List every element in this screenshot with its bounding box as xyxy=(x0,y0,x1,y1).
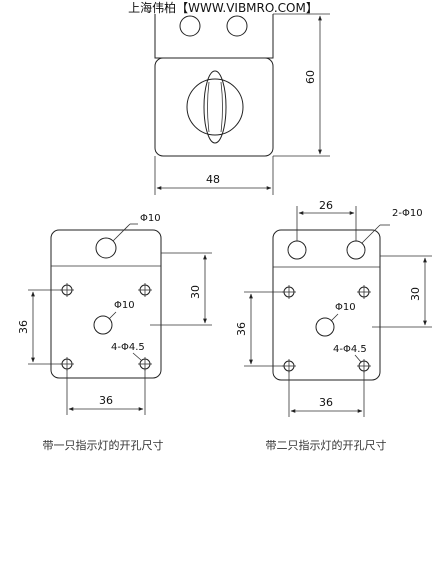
caption-one-lamp: 带一只指示灯的开孔尺寸 xyxy=(43,438,164,452)
center-hole-label: Φ10 xyxy=(114,300,135,311)
lamp-right xyxy=(226,15,248,37)
lamp-holes-label: 2-Φ10 xyxy=(392,208,423,219)
dim-right-label: 30 xyxy=(409,287,422,301)
center-hole-label: Φ10 xyxy=(335,302,356,313)
dim-width-label: 48 xyxy=(206,173,220,186)
dim-height-label: 60 xyxy=(304,70,317,84)
lamp-hole-left xyxy=(287,240,307,260)
dim-bottom-label: 36 xyxy=(319,396,333,409)
lamp-hole-label: Φ10 xyxy=(140,213,161,224)
knob xyxy=(186,70,244,144)
dim-left-label: 36 xyxy=(17,320,30,334)
top-view: 60 48 xyxy=(154,13,330,195)
mount-holes-label: 4-Φ4.5 xyxy=(333,344,367,355)
housing-body xyxy=(154,57,274,157)
lamp-left xyxy=(179,15,201,37)
layout-one-lamp: Φ10 Φ10 4-Φ4.5 36 30 36 带一只指示灯的开孔尺寸 xyxy=(17,213,212,452)
layout-two-lamps: 26 2-Φ10 Φ10 4-Φ4.5 36 30 36 xyxy=(235,199,432,452)
header-text: 上海伟柏【WWW.VIBMRO.COM】 xyxy=(128,0,318,15)
panel-outline-two xyxy=(272,229,381,381)
panel-outline-one xyxy=(50,229,162,379)
center-hole xyxy=(93,315,113,335)
dim-bottom-label: 36 xyxy=(99,394,113,407)
mount-holes xyxy=(282,285,371,373)
dim-lamp-spacing-label: 26 xyxy=(319,199,333,212)
dim-right-label: 30 xyxy=(189,285,202,299)
lamp-hole-right xyxy=(346,240,366,260)
center-hole xyxy=(315,317,335,337)
lamp-hole xyxy=(95,237,117,259)
mount-holes-label: 4-Φ4.5 xyxy=(111,342,145,353)
housing-upper xyxy=(154,14,274,59)
dim-left-label: 36 xyxy=(235,322,248,336)
caption-two-lamps: 带二只指示灯的开孔尺寸 xyxy=(266,438,387,452)
